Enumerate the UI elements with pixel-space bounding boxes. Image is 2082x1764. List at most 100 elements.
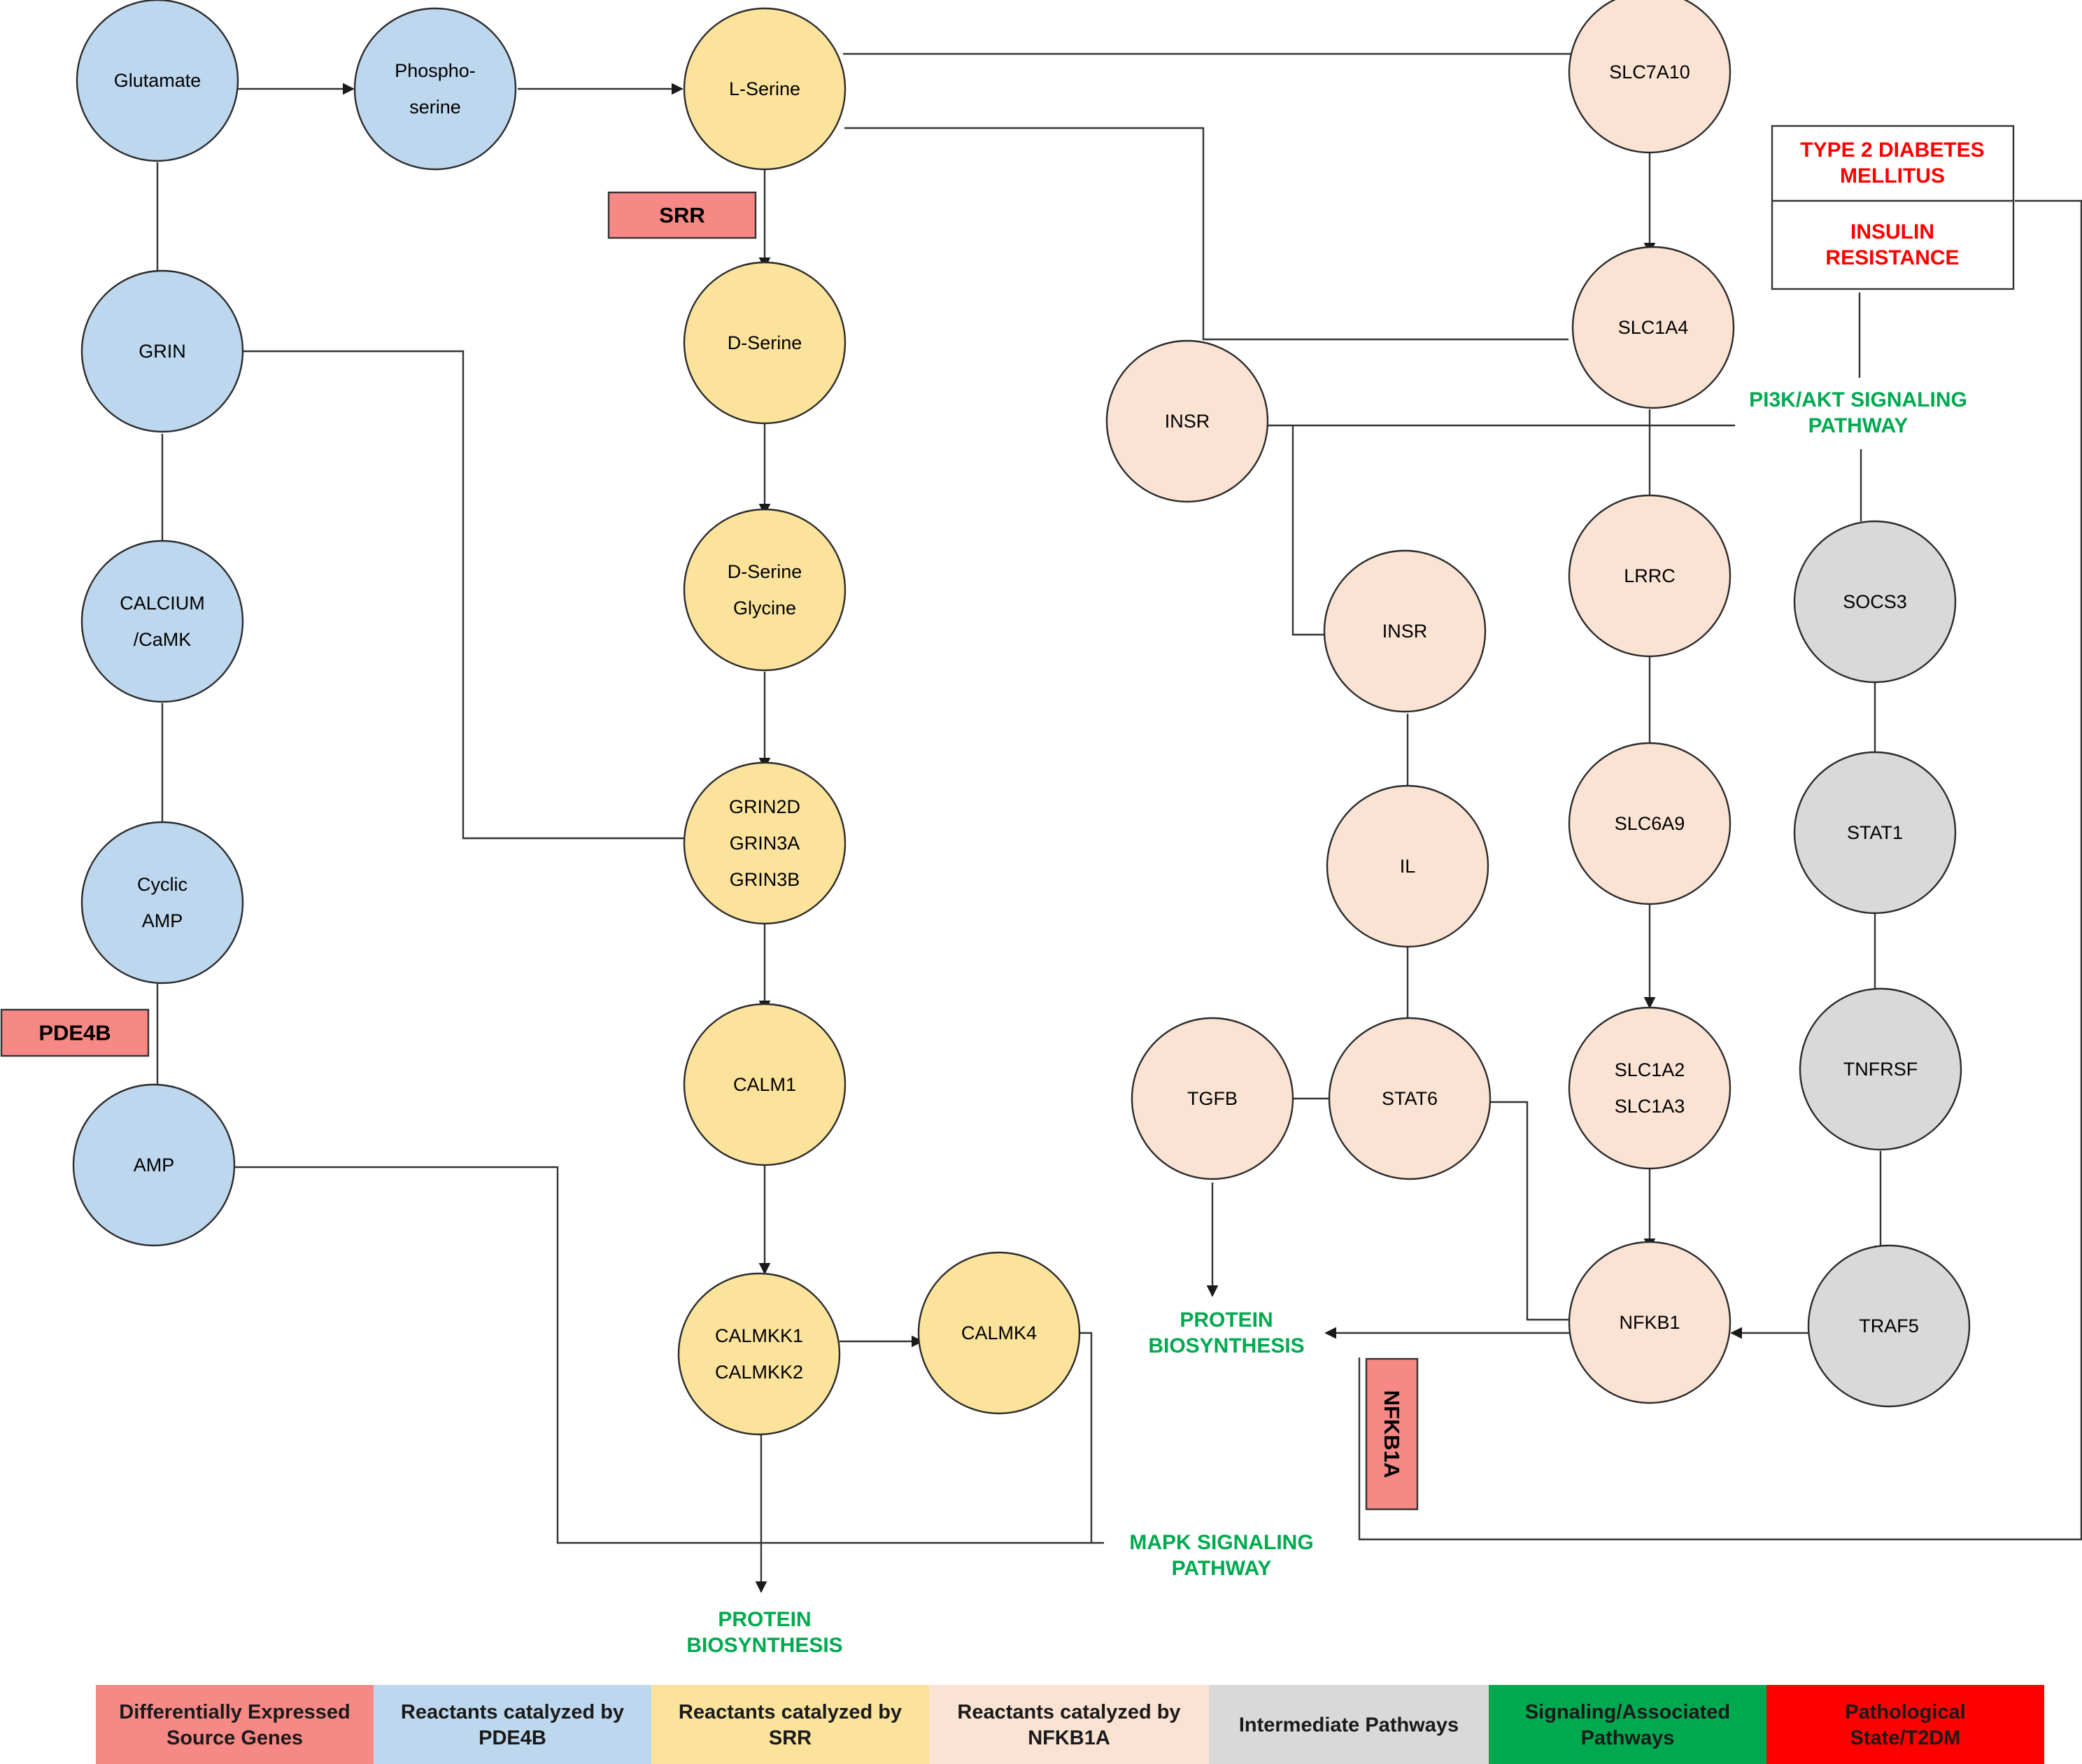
node-label: SLC1A2 (1615, 1059, 1685, 1080)
legend-label: Reactants catalyzed by (401, 1701, 624, 1723)
node-grin[interactable]: GRIN (80, 269, 244, 433)
edges-layer (156, 52, 2082, 1593)
pathway-label: BIOSYNTHESIS (686, 1634, 842, 1657)
disease-t2dm-label: MELLITUS (1840, 164, 1945, 188)
node-traf5[interactable]: TRAF5 (1807, 1244, 1971, 1408)
node-tgfb[interactable]: TGFB (1131, 1017, 1294, 1180)
node-circle (1328, 1017, 1492, 1180)
node-label: D-Serine (728, 332, 802, 353)
node-label: D-Serine (728, 561, 802, 582)
node-socs3[interactable]: SOCS3 (1793, 520, 1957, 684)
pathway-protein-bottom: PROTEIN BIOSYNTHESIS (686, 1608, 842, 1657)
node-label: SLC1A4 (1618, 317, 1689, 338)
gene-box-nfkb1a: NFKB1A (1365, 1357, 1419, 1511)
node-stat1[interactable]: STAT1 (1793, 751, 1957, 915)
node-label: GRIN3A (730, 833, 800, 854)
pathway-label: PI3K/AKT SIGNALING (1749, 388, 1967, 411)
node-label: GRIN3B (730, 869, 800, 890)
gene-box-fill (607, 191, 757, 239)
node-circle (917, 1251, 1081, 1415)
node-label: AMP (134, 1155, 175, 1176)
node-label: LRRC (1624, 565, 1676, 586)
legend-label: Reactants catalyzed by (679, 1701, 902, 1723)
legend-label: State/T2DM (1850, 1727, 1961, 1749)
legend-label: Differentially Expressed (119, 1701, 350, 1723)
legend-label: PDE4B (479, 1727, 546, 1749)
node-circle (1568, 0, 1732, 154)
node-label: AMP (142, 910, 183, 931)
disease-box-frame (1771, 125, 2015, 290)
node-circle (1793, 520, 1957, 684)
node-circle (353, 7, 517, 171)
legend-label: Reactants catalyzed by (957, 1701, 1180, 1723)
node-tnfrsf[interactable]: TNFRSF (1799, 987, 1962, 1151)
node-circle (1326, 784, 1489, 948)
node-circle (1568, 742, 1732, 905)
legend-swatch (374, 1685, 651, 1764)
node-circle (1323, 549, 1487, 713)
node-label: STAT1 (1847, 822, 1903, 843)
node-calmk4[interactable]: CALMK4 (917, 1251, 1081, 1415)
node-slc6a9[interactable]: SLC6A9 (1568, 742, 1732, 905)
pathway-label: PATHWAY (1808, 414, 1908, 437)
node-circle (683, 1003, 847, 1166)
node-label: L-Serine (729, 78, 800, 99)
node-circle (1568, 1241, 1732, 1404)
disease-t2dm-label: TYPE 2 DIABETES (1800, 139, 1984, 162)
node-lrrc[interactable]: LRRC (1568, 494, 1732, 658)
node-phosphoserine[interactable]: Phospho-serine (353, 7, 517, 171)
node-insr2[interactable]: INSR (1323, 549, 1487, 713)
node-label: TNFRSF (1843, 1059, 1918, 1080)
node-slc1a4[interactable]: SLC1A4 (1571, 246, 1735, 409)
node-circle (1799, 987, 1962, 1151)
node-l-serine[interactable]: L-Serine (683, 7, 847, 171)
node-slc7a10[interactable]: SLC7A10 (1568, 0, 1732, 154)
legend-label: Intermediate Pathways (1239, 1714, 1459, 1737)
node-label: CALMKK1 (715, 1325, 803, 1346)
node-insr1[interactable]: INSR (1105, 339, 1269, 503)
gene-box-fill (0, 1008, 150, 1057)
gene-box-label: PDE4B (38, 1021, 111, 1045)
node-label: STAT6 (1382, 1088, 1438, 1109)
legend-label: Signaling/Associated (1525, 1701, 1730, 1723)
node-glutamate[interactable]: Glutamate (76, 0, 239, 162)
node-label: INSR (1382, 621, 1428, 642)
disease-insulin-label: RESISTANCE (1825, 246, 1959, 269)
node-circle (1807, 1244, 1971, 1408)
node-circle (683, 508, 847, 672)
node-label: CALMKK2 (715, 1362, 803, 1383)
node-circle (80, 269, 244, 433)
node-circle (80, 539, 244, 703)
node-nfkb1[interactable]: NFKB1 (1568, 1241, 1732, 1404)
node-amp[interactable]: AMP (72, 1083, 236, 1247)
pathway-label: PROTEIN (718, 1608, 811, 1631)
node-label: Phospho- (395, 60, 476, 81)
link-edge-36 (1358, 199, 2082, 1541)
node-label: Glutamate (114, 70, 201, 91)
node-label: SOCS3 (1843, 591, 1907, 612)
node-circle (683, 261, 847, 425)
node-stat6[interactable]: STAT6 (1328, 1017, 1492, 1180)
node-label: TGFB (1187, 1088, 1238, 1109)
legend-item-2: Reactants catalyzed by PDE4B (374, 1685, 651, 1764)
legend-swatch (96, 1685, 374, 1764)
legend-item-5: Intermediate Pathways (1209, 1685, 1489, 1764)
legend-swatch (1209, 1685, 1489, 1764)
node-calm1[interactable]: CALM1 (683, 1003, 847, 1166)
node-il[interactable]: IL (1326, 784, 1489, 948)
node-label: CALMK4 (961, 1322, 1037, 1343)
node-calcium[interactable]: CALCIUM/CaMK (80, 539, 244, 703)
node-label: SLC6A9 (1615, 813, 1685, 834)
node-label: CALM1 (733, 1074, 796, 1095)
node-d-serine[interactable]: D-Serine (683, 261, 847, 425)
gene-box-pde4b: PDE4B (0, 1008, 150, 1057)
pathway-label: BIOSYNTHESIS (1148, 1334, 1304, 1357)
